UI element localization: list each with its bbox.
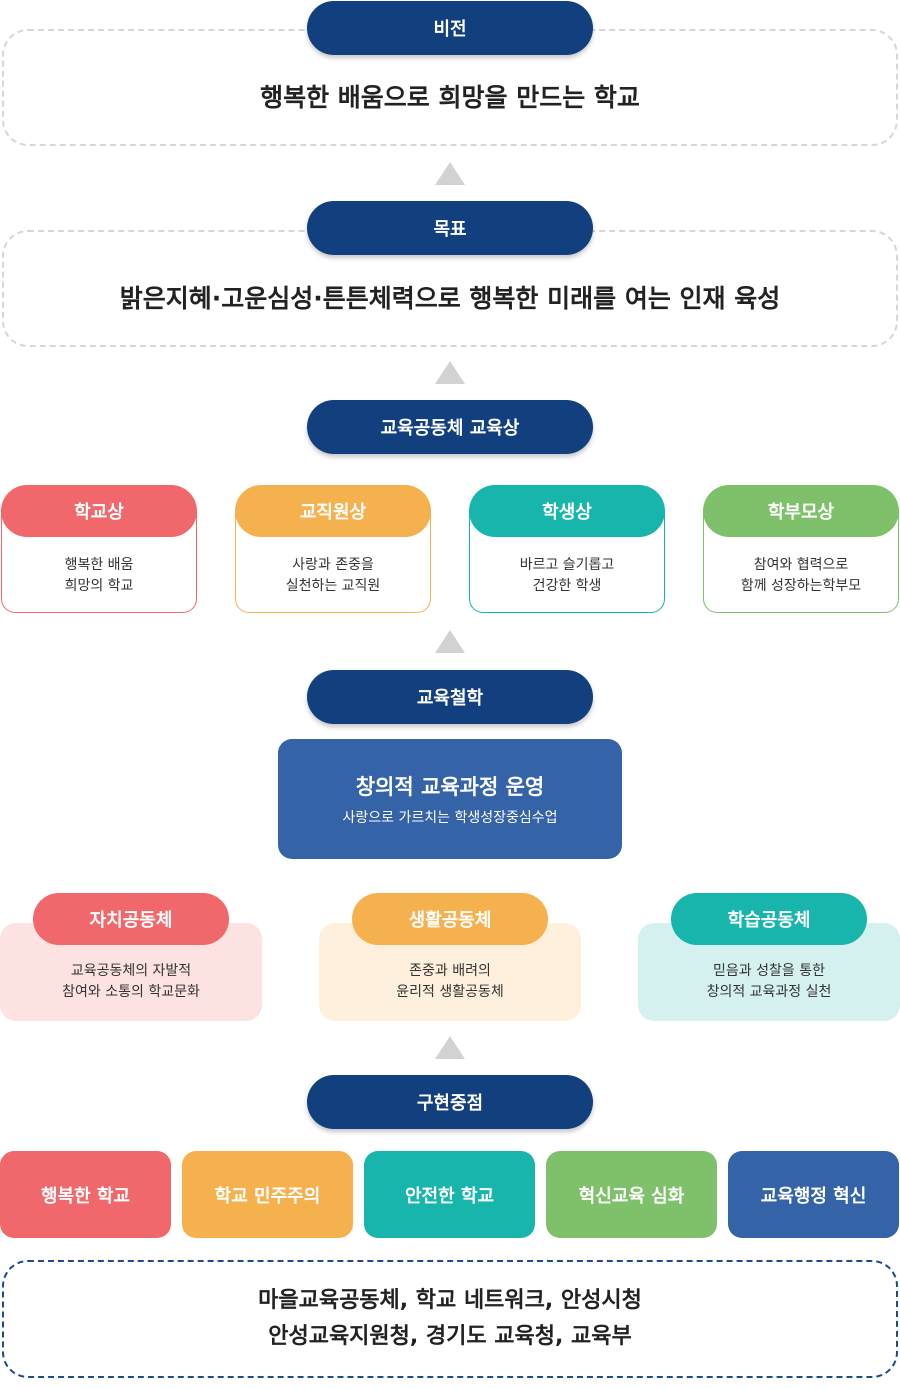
role-card-student: 학생상 바르고 슬기롭고 건강한 학생 [469, 485, 665, 613]
goal-text: 밝은지혜·고운심성·튼튼체력으로 행복한 미래를 여는 인재 육성 [119, 283, 781, 313]
vision-label: 비전 [307, 1, 593, 55]
focus-item-democracy: 학교 민주주의 [182, 1151, 353, 1238]
community-card-learning: 믿음과 성찰을 통한 창의적 교육과정 실천 학습공동체 [638, 893, 900, 1021]
philosophy-box: 창의적 교육과정 운영 사랑으로 가르치는 학생성장중심수업 [278, 739, 622, 859]
focus-item-safe-school: 안전한 학교 [364, 1151, 535, 1238]
role-line: 실천하는 교직원 [285, 577, 381, 594]
vision-text: 행복한 배움으로 희망을 만드는 학교 [260, 82, 640, 112]
philosophy-label: 교육철학 [307, 670, 593, 724]
community-line: 교육공동체의 자발적 [70, 963, 192, 979]
role-line: 희망의 학교 [64, 577, 134, 594]
goal-label: 목표 [307, 201, 593, 255]
network-line: 마을교육공동체, 학교 네트워크, 안성시청 [258, 1288, 642, 1313]
role-line: 바르고 슬기롭고 [519, 556, 615, 573]
role-line: 참여와 협력으로 [753, 556, 849, 573]
community-line: 존중과 배려의 [409, 963, 491, 979]
community-line: 믿음과 성찰을 통한 [713, 963, 825, 979]
network-line: 안성교육지원청, 경기도 교육청, 교육부 [268, 1324, 632, 1349]
arrow-up-icon [435, 162, 465, 185]
focus-item-admin: 교육행정 혁신 [728, 1151, 899, 1238]
network-box: 마을교육공동체, 학교 네트워크, 안성시청 안성교육지원청, 경기도 교육청,… [2, 1260, 898, 1378]
role-card-staff: 교직원상 사랑과 존중을 실천하는 교직원 [235, 485, 431, 613]
community-title: 생활공동체 [352, 893, 548, 945]
role-line: 사랑과 존중을 [292, 556, 374, 573]
community-line: 윤리적 생활공동체 [396, 984, 504, 1000]
community-title: 학습공동체 [671, 893, 867, 945]
role-line: 함께 성장하는학부모 [740, 577, 862, 594]
arrow-up-icon [435, 630, 465, 653]
role-card-parent: 학부모상 참여와 협력으로 함께 성장하는학부모 [703, 485, 899, 613]
arrow-up-icon [435, 361, 465, 384]
role-line: 행복한 배움 [64, 556, 134, 573]
community-card-life: 존중과 배려의 윤리적 생활공동체 생활공동체 [319, 893, 581, 1021]
arrow-up-icon [435, 1036, 465, 1059]
ideal-label: 교육공동체 교육상 [307, 400, 593, 454]
community-line: 창의적 교육과정 실천 [706, 984, 832, 1000]
philosophy-sub: 사랑으로 가르치는 학생성장중심수업 [342, 810, 558, 826]
focus-item-innovation: 혁신교육 심화 [546, 1151, 717, 1238]
community-title: 자치공동체 [33, 893, 229, 945]
philosophy-main: 창의적 교육과정 운영 [355, 775, 545, 799]
role-card-school: 학교상 행복한 배움 희망의 학교 [1, 485, 197, 613]
focus-label: 구현중점 [307, 1075, 593, 1129]
role-title: 학생상 [469, 485, 665, 537]
role-title: 학부모상 [703, 485, 899, 537]
community-card-autonomy: 교육공동체의 자발적 참여와 소통의 학교문화 자치공동체 [0, 893, 262, 1021]
role-line: 건강한 학생 [532, 577, 602, 594]
role-title: 학교상 [1, 485, 197, 537]
focus-item-happy-school: 행복한 학교 [0, 1151, 171, 1238]
community-line: 참여와 소통의 학교문화 [62, 984, 200, 1000]
role-title: 교직원상 [235, 485, 431, 537]
